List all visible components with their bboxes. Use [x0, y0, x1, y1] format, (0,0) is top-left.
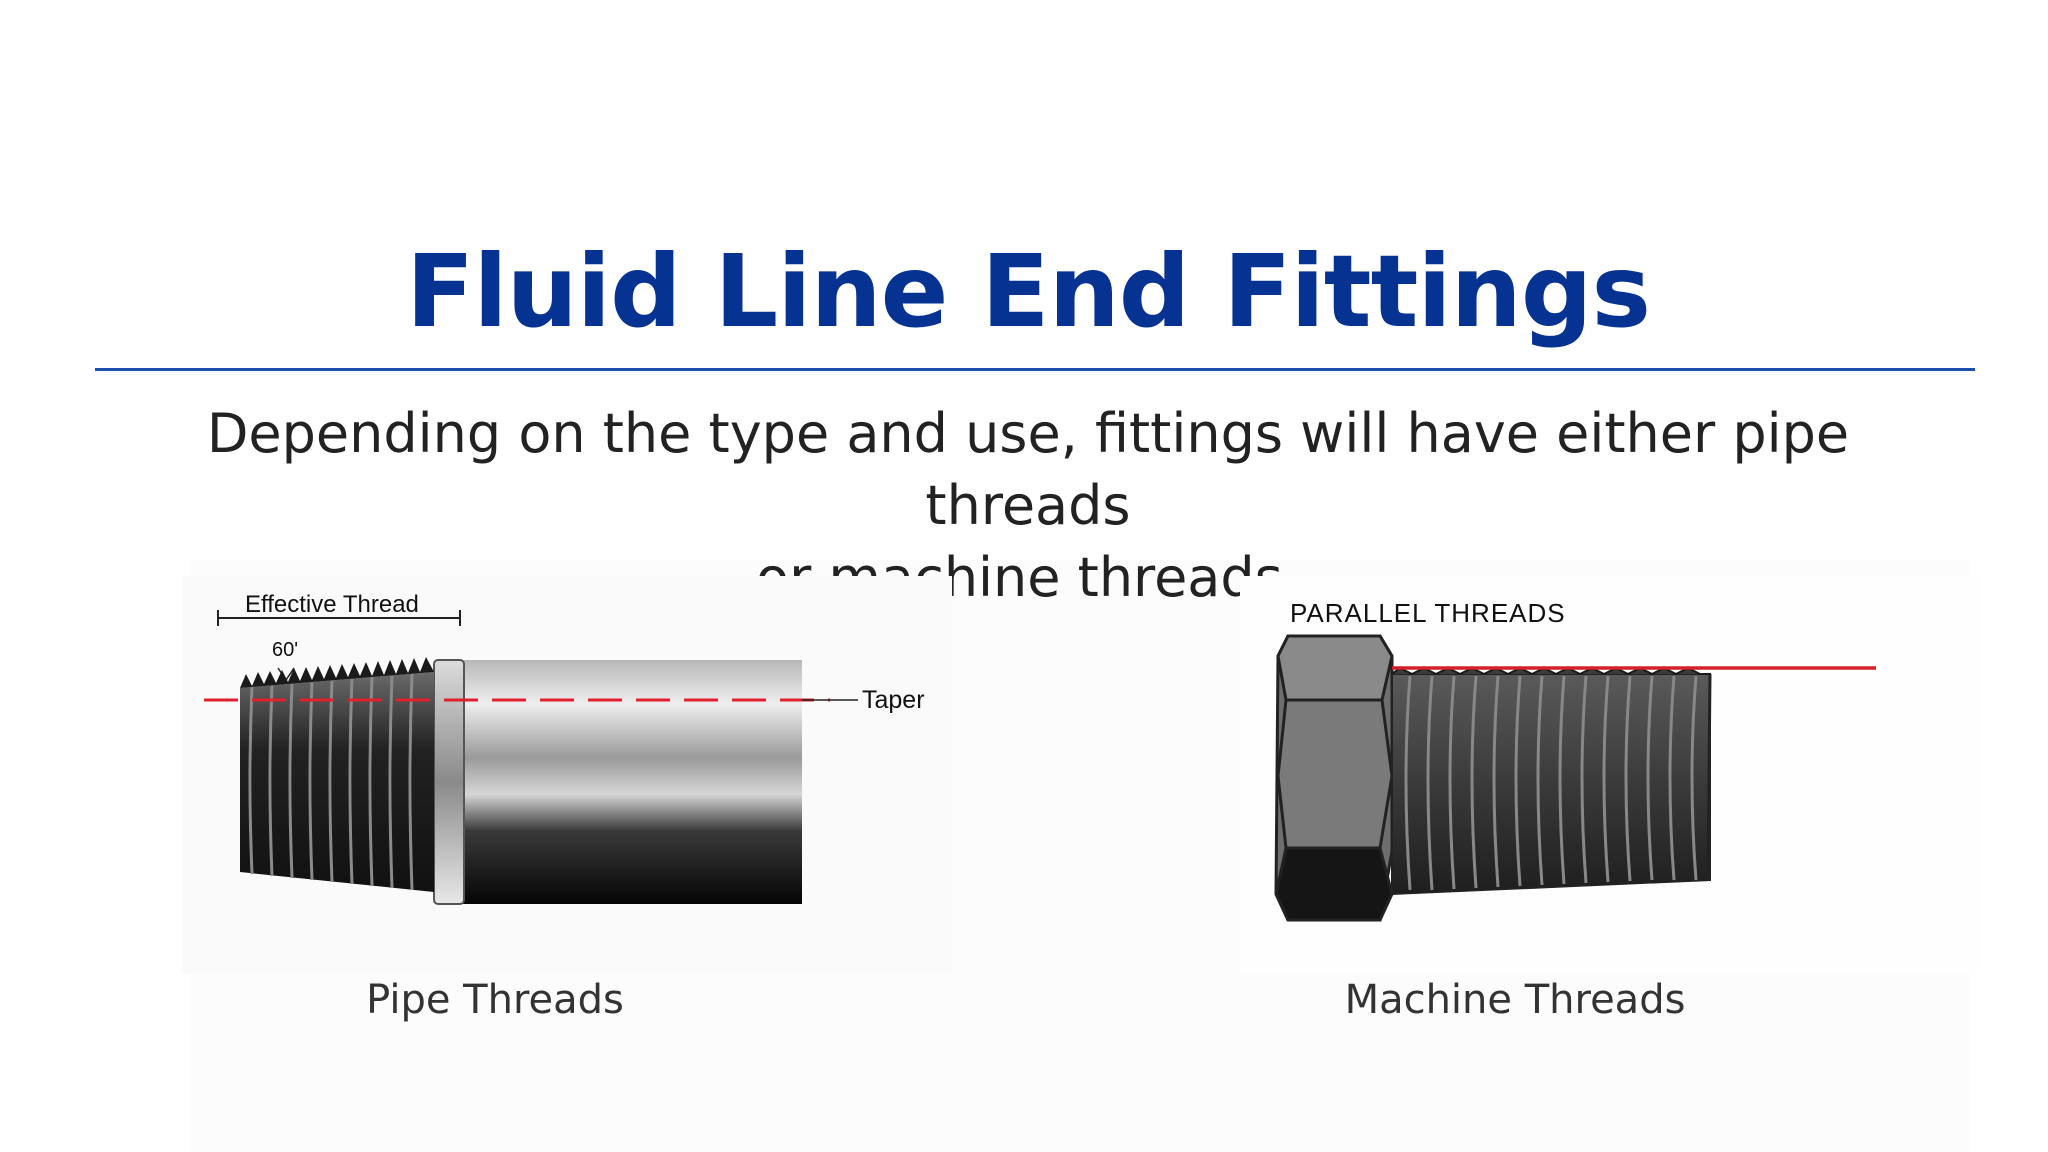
- pipe-thread-drawing: Effective Thread 60' Taper: [204, 591, 925, 905]
- shank-end: [1706, 673, 1712, 881]
- angle-label: 60': [272, 639, 298, 661]
- parallel-threads-label: PARALLEL THREADS: [1290, 598, 1566, 628]
- pipe-collar: [433, 659, 465, 905]
- subtitle-line-1: Depending on the type and use, fittings …: [206, 402, 1850, 537]
- taper-label: Taper: [862, 686, 925, 714]
- machine-thread-drawing: PARALLEL THREADS: [1274, 598, 1876, 922]
- machine-thread-ridges: [1404, 675, 1698, 891]
- title-divider: [95, 368, 1975, 371]
- pipe-thread-ridges: [248, 673, 414, 891]
- effective-thread-dimension: [217, 610, 461, 626]
- hex-head: [1274, 634, 1394, 922]
- pipe-threads-illustration: Effective Thread 60' Taper: [182, 576, 952, 974]
- machine-threads-caption: Machine Threads: [1344, 977, 1686, 1023]
- pipe-threads-caption: Pipe Threads: [366, 977, 624, 1023]
- machine-threads-illustration: PARALLEL THREADS: [1240, 576, 1980, 974]
- machine-shank: [1391, 673, 1711, 896]
- slide-title: Fluid Line End Fittings: [406, 233, 1651, 350]
- pipe-thread-teeth: [240, 657, 434, 688]
- effective-thread-label: Effective Thread: [245, 591, 419, 618]
- pipe-body: [462, 660, 802, 904]
- pipe-thread-section: [240, 672, 434, 892]
